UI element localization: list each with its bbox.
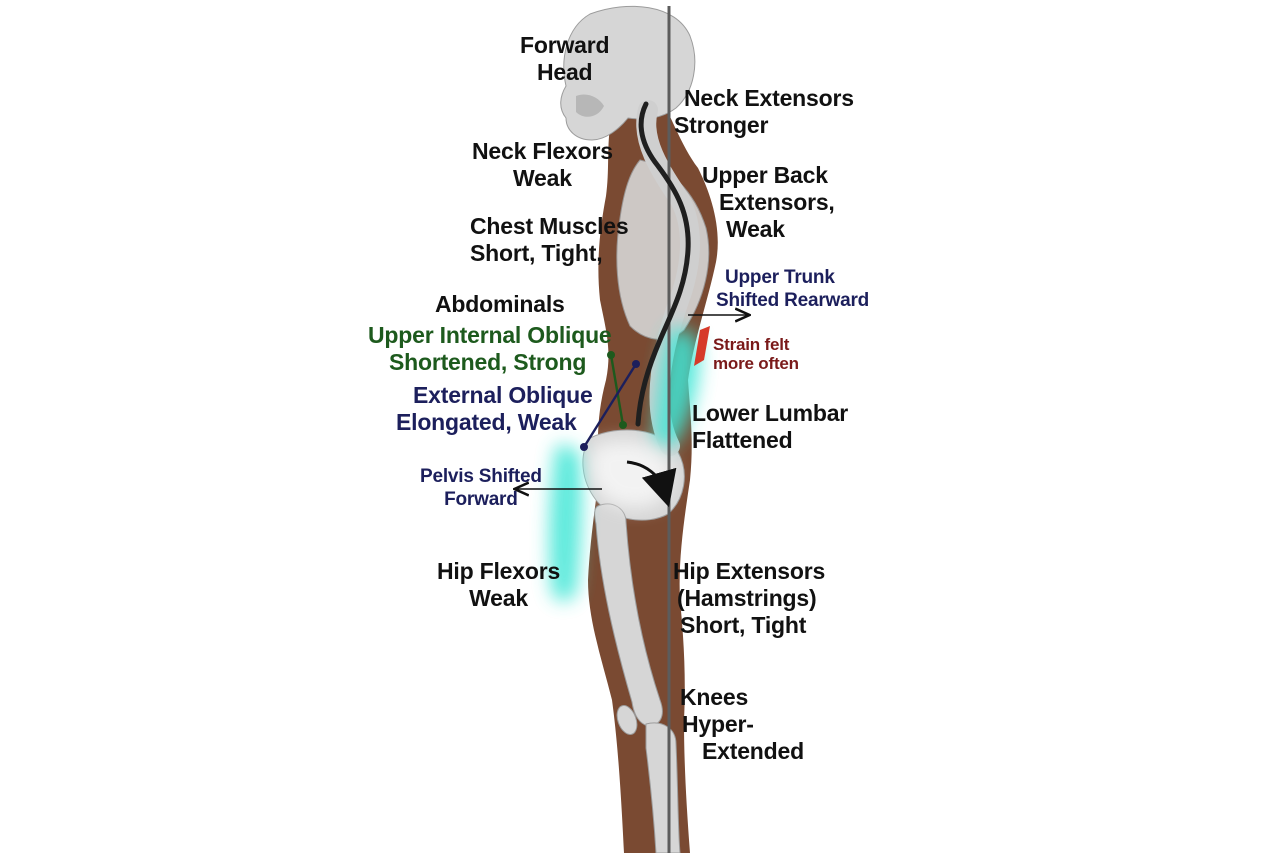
label-abdominals: Abdominals (435, 291, 565, 318)
external-oblique-dot-top (632, 360, 640, 368)
internal-oblique-dot-bottom (619, 421, 627, 429)
label-hip-extensors: Hip Extensors(Hamstrings)Short, Tight (673, 558, 825, 639)
external-oblique-dot-bottom (580, 443, 588, 451)
